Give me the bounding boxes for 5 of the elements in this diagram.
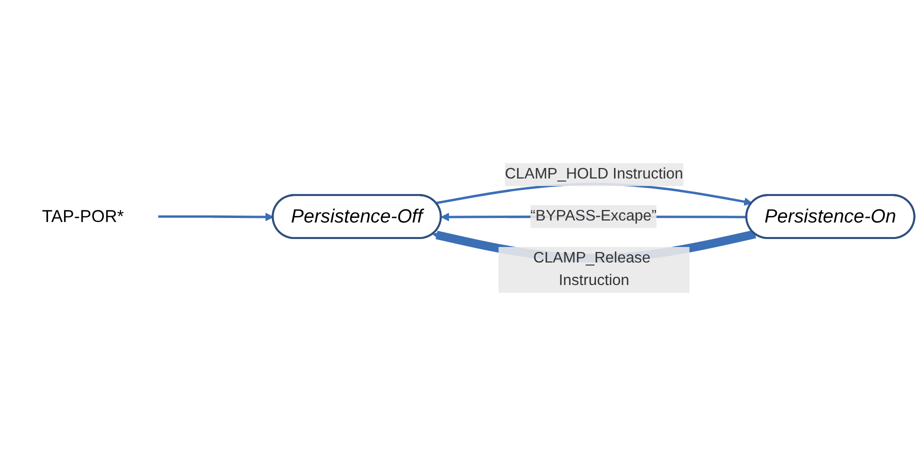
node-text: TAP-POR* [42,206,124,226]
edge-label: CLAMP_Release Instruction [533,250,650,290]
edge-label: CLAMP_HOLD Instruction [504,166,684,182]
edge-label: “BYPASS-Excape” [530,208,657,224]
arrow [158,212,274,222]
